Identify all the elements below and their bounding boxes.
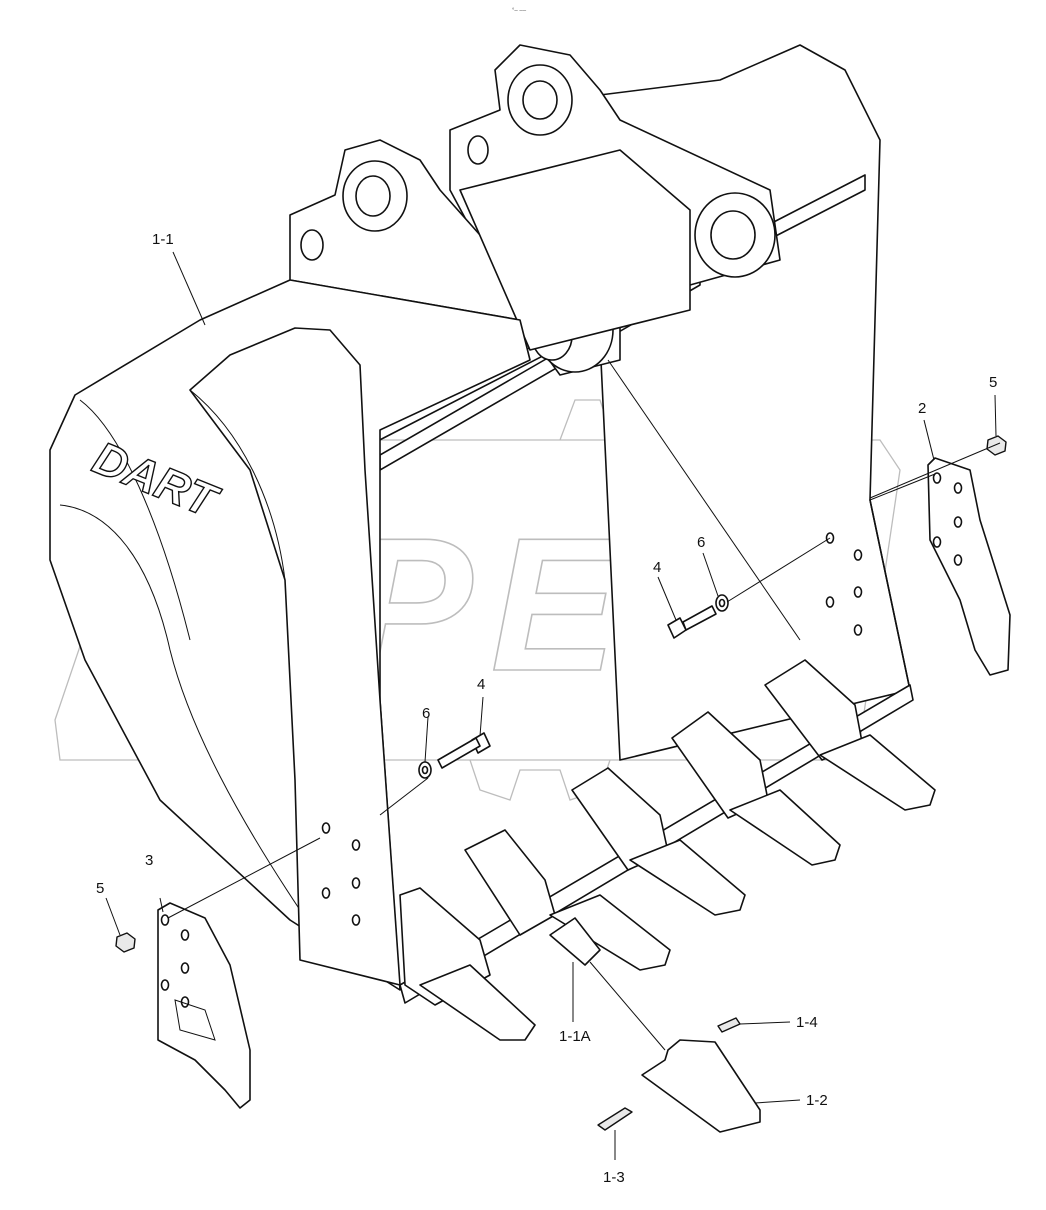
tooth-2: [464, 829, 671, 971]
label-5-left: 5: [96, 880, 104, 897]
bolt-left: [437, 732, 491, 769]
label-1-2: 1-2: [806, 1092, 828, 1109]
left-wear-holes: [321, 822, 361, 926]
label-4-left: 4: [477, 676, 485, 693]
nut-right: [986, 435, 1007, 456]
tooth-3: [571, 767, 746, 916]
label-1-4: 1-4: [796, 1014, 818, 1031]
rear-lug-hole: [467, 135, 489, 165]
label-6-left: 6: [422, 705, 430, 722]
header-mark: °– ––: [512, 8, 527, 14]
front-lug-hole: [300, 229, 324, 261]
side-plate-edge: [189, 389, 286, 581]
side-cutter-right: [927, 457, 1011, 676]
label-5-right: 5: [989, 374, 997, 391]
label-1-1: 1-1: [152, 231, 174, 248]
tooth-tip-part: [641, 1039, 761, 1133]
bucket-teeth: [399, 659, 936, 1041]
label-2: 2: [918, 400, 926, 417]
label-1-3: 1-3: [603, 1169, 625, 1186]
side-cutter-left-holes: [160, 914, 190, 1008]
label-3: 3: [145, 852, 153, 869]
lock-part: [717, 1017, 741, 1033]
tooth-5: [764, 659, 936, 811]
side-cutter-left: [157, 902, 251, 1109]
pin-part: [597, 1107, 633, 1131]
adapter-part: [549, 917, 601, 966]
bolt-right: [667, 605, 717, 639]
right-wear-holes: [825, 532, 863, 636]
tooth-1: [399, 887, 536, 1041]
front-pin-hole-upper: [355, 175, 391, 217]
shell-inner-line: [59, 504, 301, 911]
side-cutter-right-holes: [932, 472, 963, 566]
rear-pin-hole-lower: [710, 210, 756, 260]
leader-lines: [105, 251, 1001, 1160]
label-1-1A: 1-1A: [559, 1028, 591, 1045]
part-labels: 1-1 1-1A 1-2 1-3 1-4 2 3 4 4 5 5 6 6: [96, 231, 997, 1186]
tooth-4: [671, 711, 841, 866]
shell-inner-line-2: [79, 399, 191, 641]
right-side-plate-edge: [869, 499, 911, 691]
rear-pin-hole-upper: [522, 80, 558, 120]
label-6-right: 6: [697, 534, 705, 551]
label-4-right: 4: [653, 559, 661, 576]
nut-left: [115, 932, 136, 953]
side-cutter-left-slot: [174, 999, 216, 1041]
